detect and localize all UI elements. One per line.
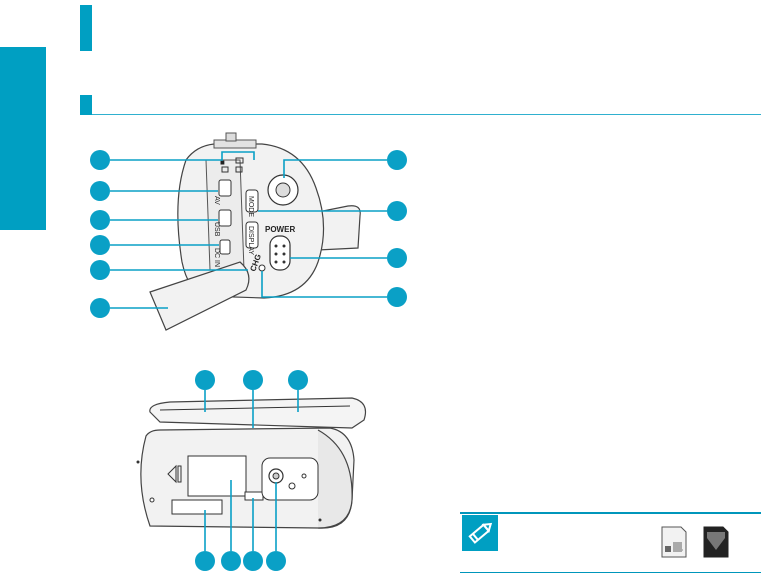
camcorder-side-view: ■ AV USB DC IN MODE DISPLAY POWER CHG xyxy=(90,132,407,331)
memory-card-slot-cover xyxy=(187,455,247,497)
callout-13 xyxy=(288,370,308,390)
camcorder-bottom-view xyxy=(136,370,367,571)
player-mode-led xyxy=(235,166,243,173)
section-divider xyxy=(92,114,761,115)
usb-label: USB xyxy=(213,222,220,237)
title-accent-bar xyxy=(80,5,92,51)
mode-label: MODE xyxy=(247,196,254,217)
callout-10 xyxy=(387,287,407,307)
av-jack xyxy=(218,179,232,197)
callout-9 xyxy=(387,248,407,268)
note-top-rule xyxy=(460,512,761,514)
callout-16 xyxy=(243,551,263,571)
callout-6 xyxy=(90,298,110,318)
jack-cover xyxy=(149,261,250,331)
section-accent-bar xyxy=(80,95,92,115)
charging-indicator xyxy=(258,264,266,272)
pencil-note-icon xyxy=(462,515,498,551)
callout-4 xyxy=(90,235,110,255)
section-side-tab xyxy=(0,47,46,230)
av-label: AV xyxy=(213,196,220,205)
camera-mode-led xyxy=(221,166,229,173)
camera-mode-icon: ■ xyxy=(220,158,225,167)
callout-1 xyxy=(90,150,110,170)
model-label-plate xyxy=(244,491,264,501)
dc-in-label: DC IN xyxy=(213,248,220,267)
callout-2 xyxy=(90,181,110,201)
battery-release xyxy=(171,499,223,515)
hand-strap-bottom xyxy=(149,397,367,429)
usb-jack xyxy=(218,209,232,227)
note-box xyxy=(460,512,761,574)
power-switch xyxy=(269,235,291,271)
callout-5 xyxy=(90,260,110,280)
callout-12 xyxy=(243,370,263,390)
callout-15 xyxy=(221,551,241,571)
callout-8 xyxy=(387,201,407,221)
callout-17 xyxy=(266,551,286,571)
callout-14 xyxy=(195,551,215,571)
display-button xyxy=(245,221,259,249)
power-label: POWER xyxy=(265,225,295,234)
mode-button xyxy=(245,189,259,213)
hand-strap-side xyxy=(317,205,361,251)
dc-in-jack xyxy=(219,239,231,255)
callout-3 xyxy=(90,210,110,230)
display-label: DISPLAY xyxy=(247,226,254,255)
callout-11 xyxy=(195,370,215,390)
note-bottom-rule xyxy=(460,572,761,573)
mmc-card-icon xyxy=(703,526,729,563)
callout-7 xyxy=(387,150,407,170)
player-mode-icon xyxy=(235,157,244,164)
sd-card-icon xyxy=(661,526,687,563)
